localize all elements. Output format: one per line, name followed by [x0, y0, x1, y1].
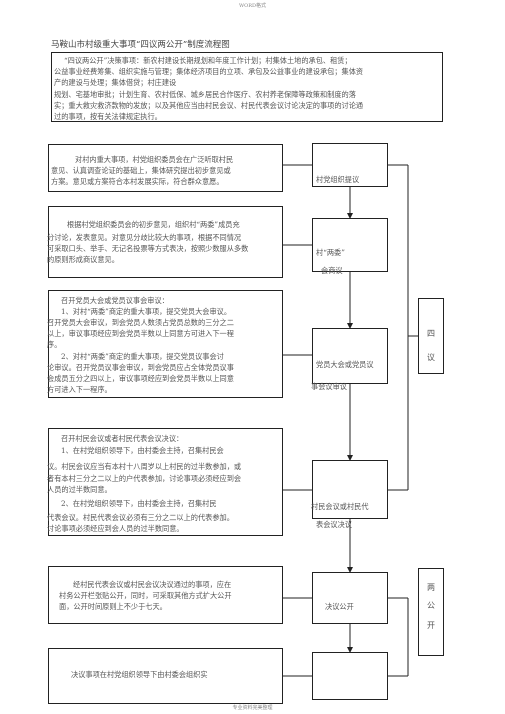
- step-4-line: 召开村民会议或者村民代表会议决议：: [61, 434, 184, 443]
- intro-line: 规划、宅基地审批；计划生育、农村低保、城乡居民合作医疗、农村养老保障等政策和制度…: [54, 90, 356, 99]
- stage-4-label: 表会议决议: [316, 520, 352, 529]
- stage-3-label: 党员大会或党员议: [316, 360, 374, 369]
- two-publics-char: 公: [427, 601, 435, 610]
- step-3-line: 2、对村“两委”商定的重大事项，提交党员议事会讨: [61, 352, 224, 361]
- step-4-line: 2、在村党组织领导下，由村委会主持，召集村民: [61, 499, 217, 508]
- step-3-line: 召开党员大会审议，到会党员人数须占党员总数的三分之二: [47, 318, 234, 327]
- step-4-line: 1、在村党组织领导下，由村委会主持，召集村民会: [61, 446, 224, 455]
- step-6-box: 决议事项在村党组织领导下由村委会组织实: [48, 648, 283, 704]
- step-4-line: 人员的过半数同意。: [47, 485, 112, 494]
- two-publics-char: 开: [427, 621, 435, 630]
- intro-line: 公益事业经费筹集、组织实施与管理；集体经济项目的立项、承包及公益事业的建设承包；…: [54, 67, 364, 76]
- intro-line: “四议两公开”决策事项：新农村建设长期规划和年度工作计划；村集体土地的承包、租赁…: [64, 56, 352, 65]
- two-publics-box: 两 公 开: [418, 568, 444, 656]
- step-3-line: 1、对村“两委”商定的重大事项，提交党员大会审议。: [61, 307, 232, 316]
- step-5-line: 村务公开栏张贴公开，同时，可采取其他方式扩大公开: [59, 591, 232, 600]
- four-discussions-char: 议: [427, 353, 435, 362]
- step-4-line: 代表会议。村民代表会议必须有三分之二以上的代表参加。: [47, 513, 234, 522]
- stage-3-label: 事会议审议: [311, 382, 347, 391]
- stage-2-label: 会商议: [321, 266, 343, 275]
- stage-1-box: 村党组织提议: [312, 143, 388, 187]
- stage-4-box: 村民会议或村民代 表会议决议: [311, 460, 388, 529]
- step-5-line: 面，公开时间原则上不少于七天。: [59, 602, 167, 611]
- stage-6-box: [312, 652, 388, 700]
- step-2-line: 根据村党组织委员会的初步意见，组织村“两委”成员充: [67, 220, 240, 229]
- step-1-line: 意见、认真调查论证的基础上，集体研究提出初步意见或: [51, 166, 231, 175]
- header-note: WORD格式: [238, 3, 266, 9]
- step-4-line: 者有本村三分之二以上的户代表参加，讨论事项必须经应到会: [47, 474, 242, 483]
- step-3-line: 召开党员大会或党员议事会审议：: [61, 296, 169, 305]
- intro-line: 实；重大救灾救济款物的发放；以及其他应当由村民会议、村民代表会议讨论决定的事项的…: [54, 101, 364, 110]
- step-3-line: 方可进入下一程序。: [47, 385, 112, 394]
- stage-2-label: 村“两委”: [316, 248, 345, 257]
- stage-1-label: 村党组织提议: [316, 175, 360, 184]
- stage-5-box: 决议公开: [312, 572, 388, 624]
- step-2-line: 可采取口头、举手、无记名投票等方式表决，按照少数服从多数: [47, 244, 249, 253]
- step-3-line: 会成员五分之四以上，审议事项经应到会党员半数以上同意: [47, 374, 234, 383]
- step-3-box: 召开党员大会或党员议事会审议： 1、对村“两委”商定的重大事项，提交党员大会审议…: [47, 290, 283, 398]
- step-3-line: 以上，审议事项经应到会党员半数以上同意方可进入下一程: [47, 329, 234, 338]
- intro-box: “四议两公开”决策事项：新农村建设长期规划和年度工作计划；村集体土地的承包、租赁…: [51, 52, 443, 122]
- two-publics-char: 两: [427, 583, 435, 592]
- step-2-line: 的原则形成商议意见。: [47, 255, 119, 264]
- step-1-line: 对村内重大事项，村党组织委员会在广泛听取村民: [75, 155, 234, 164]
- intro-line: 产的建设与处理；集体借贷；村庄建设: [54, 78, 177, 87]
- four-discussions-char: 四: [427, 329, 435, 338]
- step-5-box: 经村民代表会议或村民会议决议通过的事项，应在 村务公开栏张贴公开，同时，可采取其…: [48, 566, 283, 624]
- stage-2-box: 村“两委” 会商议: [312, 218, 388, 275]
- step-4-line: 讨论事项必须经应到会人员的过半数同意。: [47, 524, 184, 533]
- stage-4-label: 村民会议或村民代: [311, 502, 369, 511]
- step-4-box: 召开村民会议或者村民代表会议决议： 1、在村党组织领导下，由村委会主持，召集村民…: [47, 428, 283, 536]
- step-4-line: 议。村民会议应当有本村十八周岁以上村民的过半数参加，或: [47, 462, 242, 471]
- four-discussions-box: 四 议: [418, 298, 444, 374]
- step-1-line: 方案。意见或方案符合本村发展实际，符合群众意愿。: [51, 177, 224, 186]
- step-6-line: 决议事项在村党组织领导下由村委会组织实: [71, 670, 208, 679]
- stage-5-label: 决议公开: [325, 602, 354, 611]
- step-2-box: 根据村党组织委员会的初步意见，组织村“两委”成员充 分讨论，发表意见。对意见分歧…: [47, 206, 283, 278]
- stage-3-box: 党员大会或党员议 事会议审议: [311, 328, 388, 391]
- page-title: 马鞍山市村级重大事项“四议两公开”制度流程图: [51, 40, 230, 50]
- step-3-line: 论审议。召开党员议事会审议，到会党员应占全体党员议事: [47, 363, 234, 372]
- step-1-box: 对村内重大事项，村党组织委员会在广泛听取村民 意见、认真调查论证的基础上，集体研…: [48, 144, 283, 192]
- footer-note: 专业资料完美整理: [232, 705, 273, 711]
- intro-line: 过的事项，按有关法律规定执行。: [54, 112, 162, 121]
- step-2-line: 分讨论，发表意见。对意见分歧比较大的事项，根据不同情况: [47, 233, 242, 242]
- step-3-line: 序。: [47, 340, 62, 349]
- step-5-line: 经村民代表会议或村民会议决议通过的事项，应在: [73, 580, 232, 589]
